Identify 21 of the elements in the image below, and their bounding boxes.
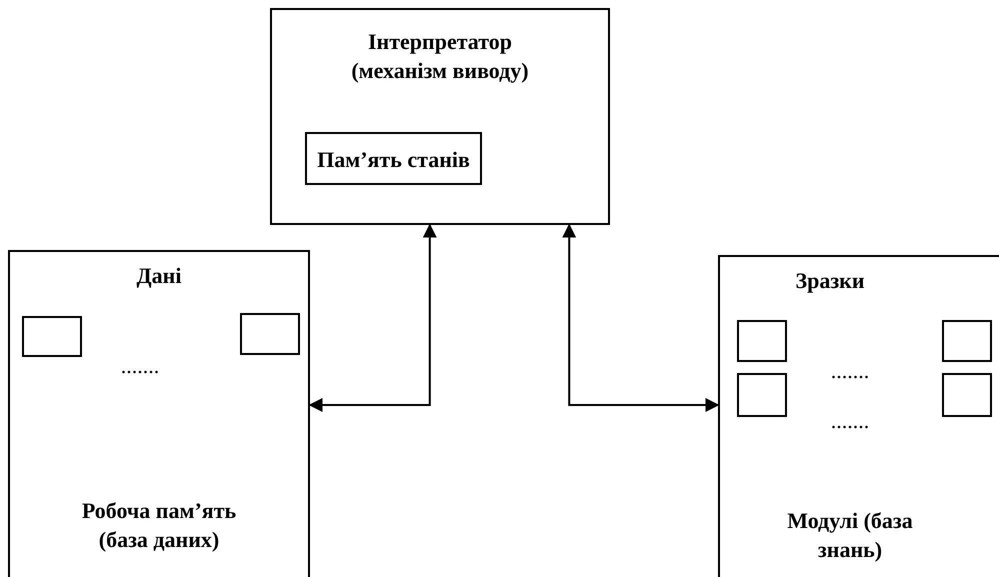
node-label: Робоча пам’ять (база даних) (80, 497, 238, 554)
node-label: Інтерпретатор (механізм виводу) (350, 28, 530, 85)
interpreter-box (270, 8, 610, 225)
ellipsis-text: ....... (120, 352, 160, 380)
state-memory-box (305, 132, 482, 185)
working-memory-box (8, 250, 310, 577)
node-label: Пам’ять станів (316, 146, 471, 174)
arrow (562, 224, 720, 412)
ellipsis-text: ....... (830, 357, 870, 385)
small-box (737, 373, 787, 417)
small-box (942, 320, 992, 362)
node-label: Зразки (794, 267, 866, 295)
arrow (308, 224, 437, 412)
modules-box (718, 255, 999, 577)
small-box (737, 320, 787, 362)
ellipsis-text: ....... (830, 407, 870, 435)
node-label: Дані (136, 262, 182, 290)
small-box (240, 313, 300, 355)
small-box (942, 373, 992, 417)
node-label: Модулі (база знань) (786, 507, 914, 564)
small-box (22, 316, 82, 357)
